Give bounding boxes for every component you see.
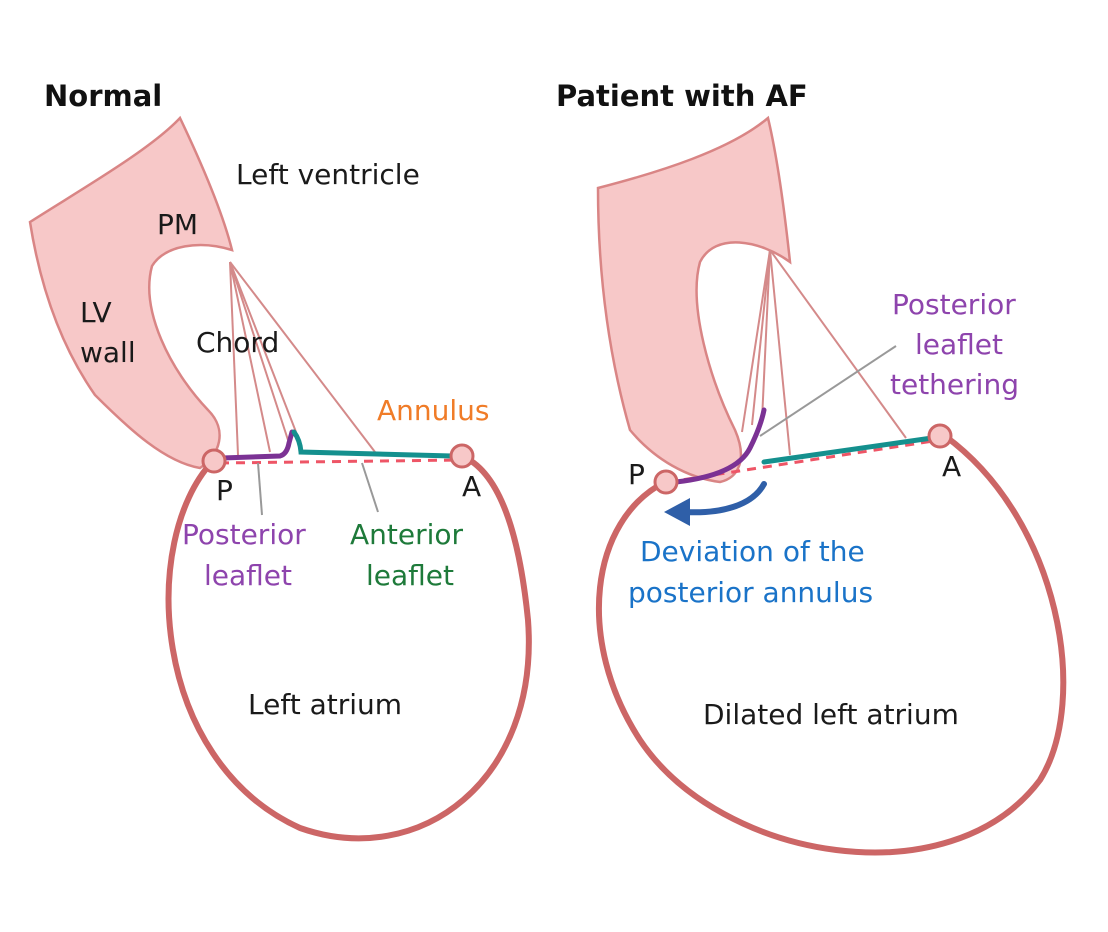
normal-anterior-leaflet-label-line1: Anterior (350, 518, 464, 551)
normal-anterior-pointer (361, 462, 379, 513)
af-panel: Patient with AF Posterior leaflet (556, 79, 1067, 856)
af-annulus-line (667, 438, 941, 484)
af-dilated-left-atrium-label: Dilated left atrium (703, 698, 959, 731)
normal-panel: Normal Left ventricle PM LV wall Chor (28, 79, 532, 842)
normal-pm-label: PM (157, 208, 198, 241)
normal-point-a-label: A (462, 470, 481, 503)
normal-annulus-line (219, 458, 463, 465)
af-point-p-marker (653, 469, 679, 495)
normal-anterior-leaflet-label-line2: leaflet (366, 559, 454, 592)
normal-chords (229, 261, 376, 456)
af-tethering-label-line2: leaflet (915, 328, 1003, 361)
af-anterior-leaflet (761, 435, 935, 465)
normal-title: Normal (44, 79, 162, 113)
normal-anterior-leaflet (291, 429, 455, 459)
af-lv-wall (596, 115, 792, 484)
af-tethering-label-line3: tethering (890, 368, 1019, 401)
normal-point-a-marker (449, 443, 475, 469)
normal-lv-wall (28, 115, 234, 470)
af-posterior-leaflet (673, 407, 767, 485)
normal-annulus-label: Annulus (377, 394, 490, 427)
af-deviation-arrowhead (664, 498, 690, 526)
normal-posterior-pointer (257, 462, 263, 516)
normal-posterior-leaflet-label-line1: Posterior (182, 518, 306, 551)
normal-point-p-label: P (216, 474, 233, 507)
normal-left-ventricle-label: Left ventricle (236, 158, 420, 191)
af-deviation-label-line2: posterior annulus (628, 576, 873, 609)
af-chords (741, 249, 907, 456)
normal-posterior-leaflet (219, 429, 295, 461)
af-point-a-marker (927, 423, 953, 449)
af-deviation-arrow (681, 481, 767, 516)
af-tethering-label-line1: Posterior (892, 288, 1016, 321)
af-title: Patient with AF (556, 79, 808, 113)
normal-left-atrium-wall (165, 453, 532, 842)
af-deviation-label-line1: Deviation of the (640, 535, 865, 568)
af-tethering-pointer (759, 345, 897, 437)
normal-chord-label: Chord (196, 326, 279, 359)
normal-point-p-marker (201, 448, 227, 474)
af-left-atrium-wall (595, 433, 1067, 856)
normal-left-atrium-label: Left atrium (248, 688, 402, 721)
af-point-a-label: A (942, 450, 961, 483)
normal-lv-wall-label-line2: wall (80, 336, 136, 369)
af-point-p-label: P (628, 458, 645, 491)
normal-lv-wall-label-line1: LV (80, 296, 112, 329)
normal-posterior-leaflet-label-line2: leaflet (204, 559, 292, 592)
